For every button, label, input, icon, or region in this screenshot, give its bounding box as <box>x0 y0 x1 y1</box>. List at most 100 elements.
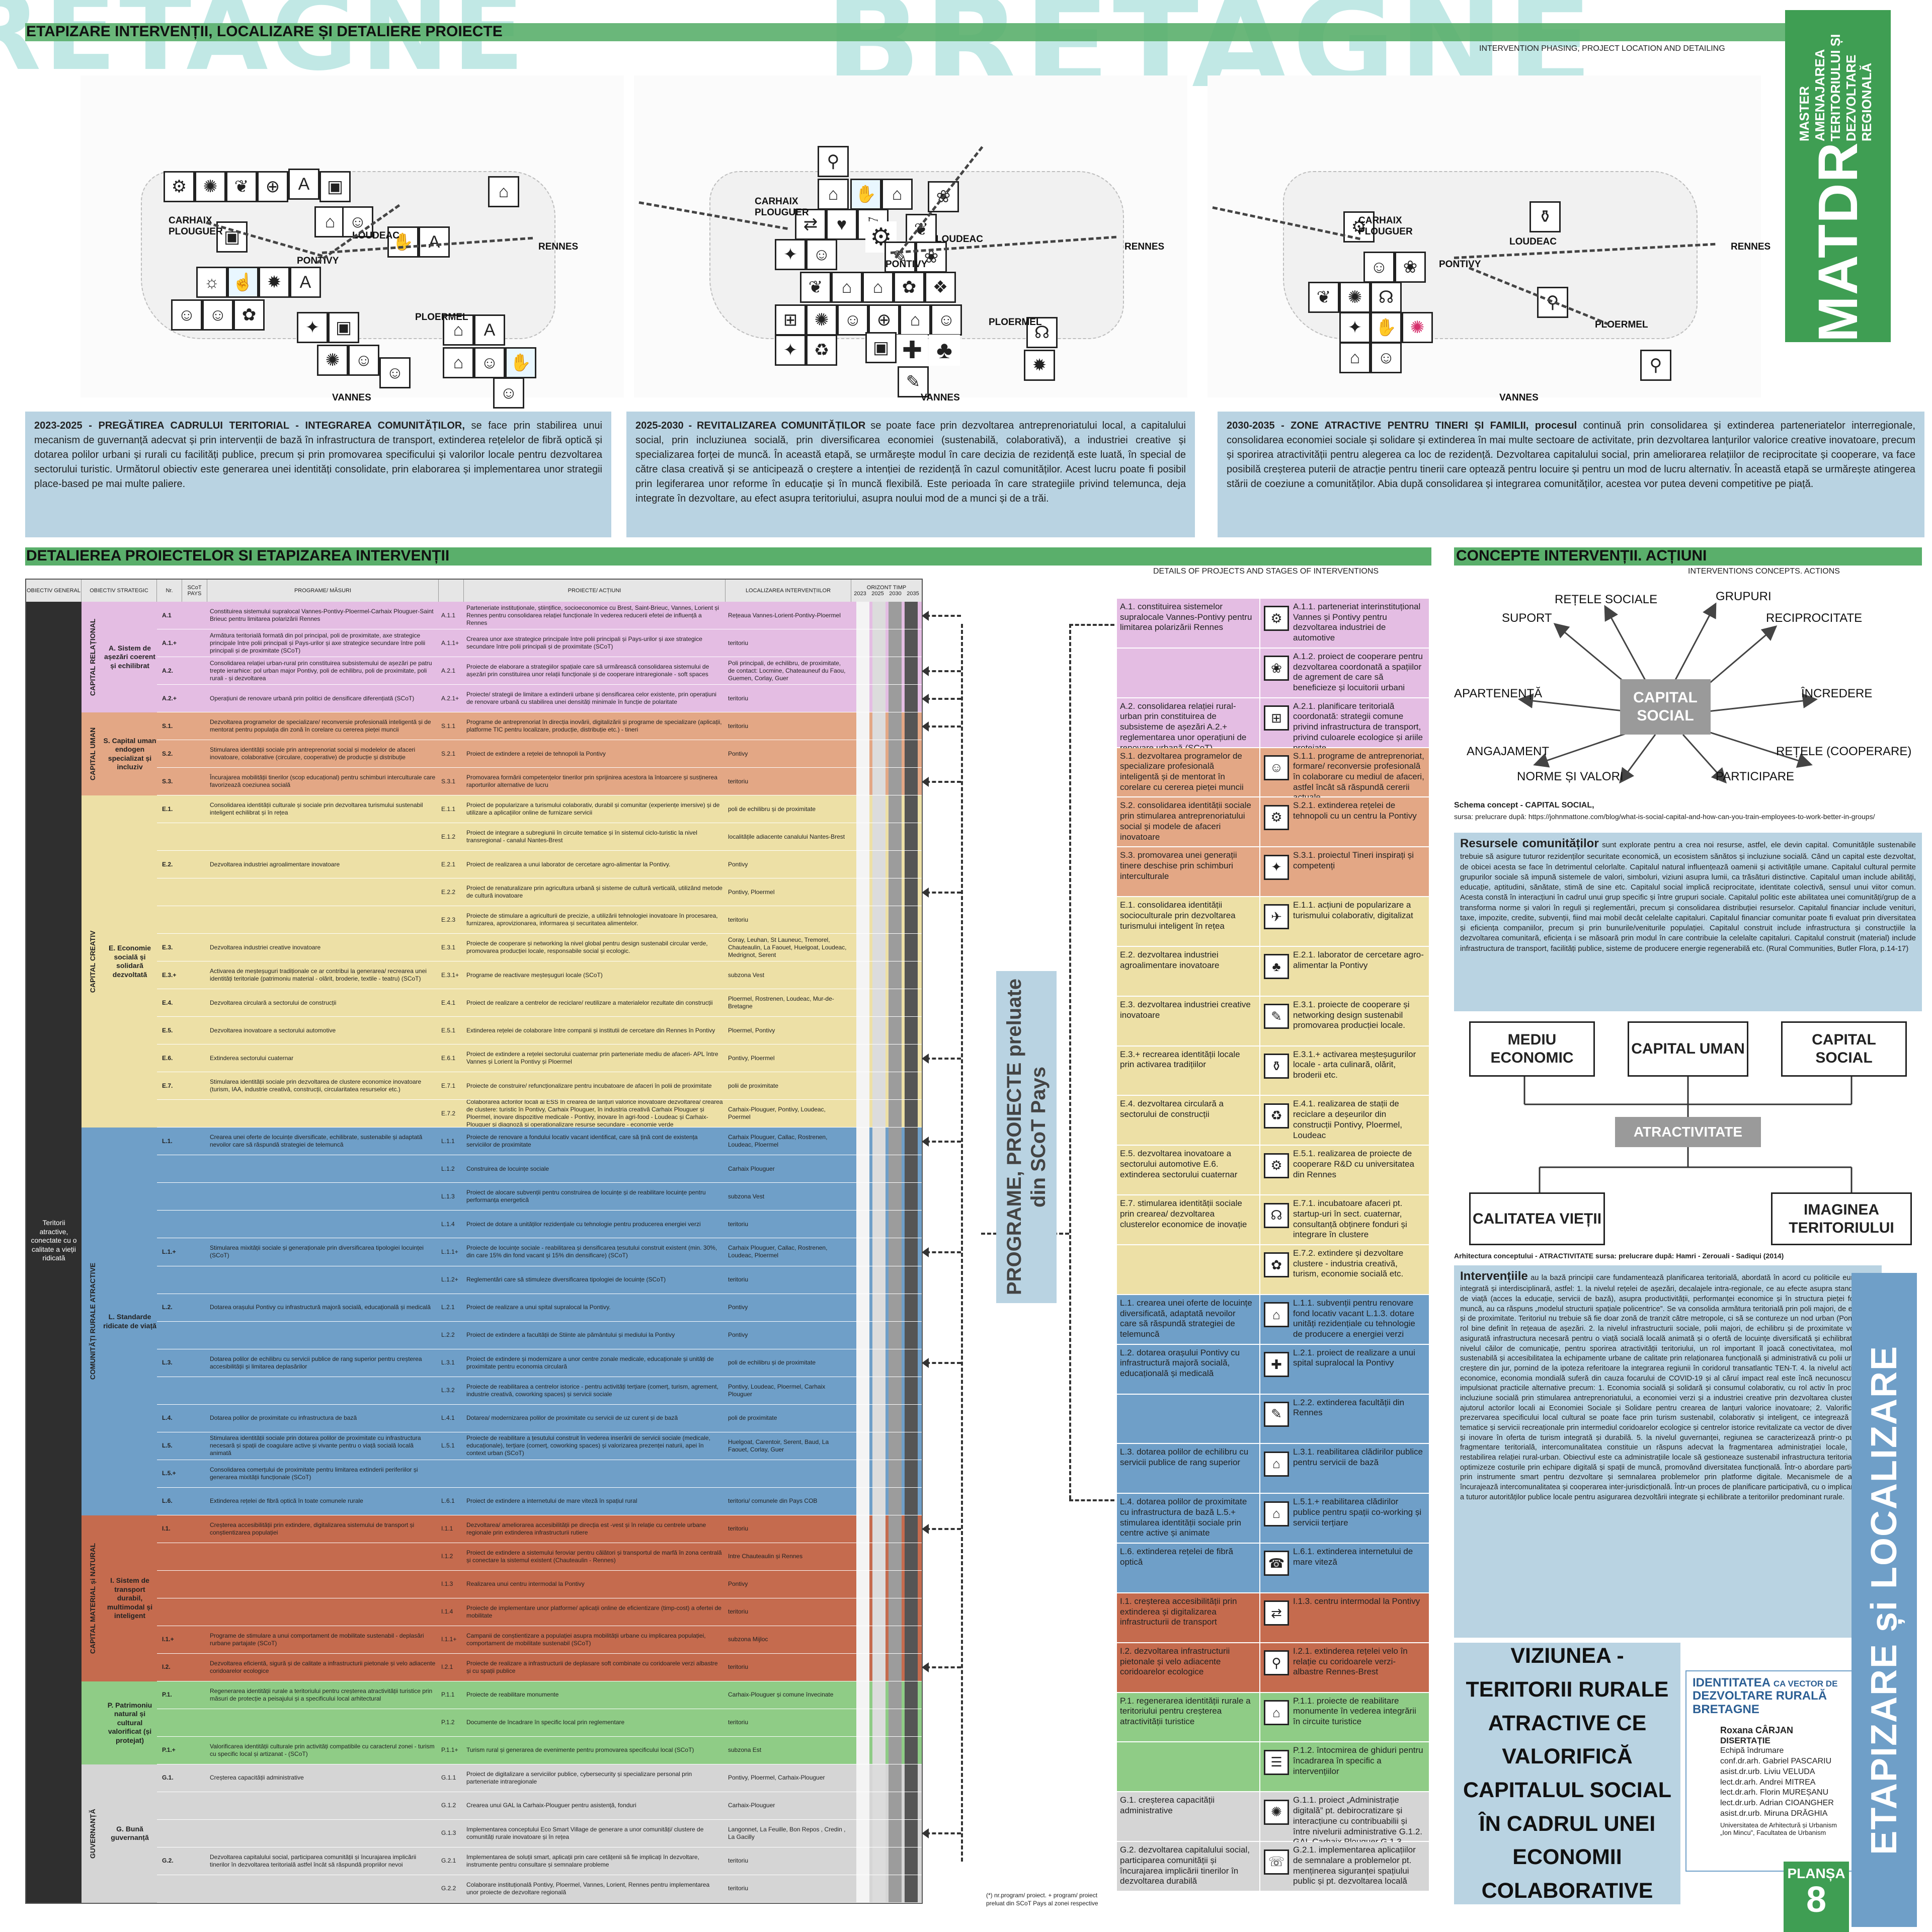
attract-caption: Arhitectura conceptului - ATRACTIVITATE … <box>1454 1252 1784 1260</box>
time-cell <box>889 906 902 934</box>
time-cell <box>872 1155 886 1183</box>
card-icon: ☏ <box>1264 1849 1289 1875</box>
project-card: E.1. consolidarea identității sociocultu… <box>1117 897 1429 947</box>
row-location: Huelgoat, Carentoir, Serent, Baud, La Fa… <box>728 1438 829 1453</box>
map-phase-2: ⚲ ⌂ ✋ ⌂ ❀ ⇄ ♥ ⚐ ⚙ ❦ ✦ ☺ ✎ ❀ ❦ ⌂ ⌂ ✿ ❖ ⊞ … <box>634 75 1187 403</box>
project-card: L.3. dotarea polilor de echilibru cu ser… <box>1117 1444 1429 1494</box>
row-program <box>207 1820 439 1847</box>
card-icon: ⇄ <box>1264 1600 1289 1626</box>
credits-title-a: IDENTITATEA <box>1693 1676 1770 1689</box>
agri-icon: ♣ <box>929 335 960 366</box>
city-rennes: RENNES <box>538 242 579 252</box>
card-left-text: E.7. stimularea identității sociale prin… <box>1120 1198 1247 1229</box>
row-nr: L.2. <box>162 1304 173 1311</box>
project-card: S.1. dezvoltarea programelor de speciali… <box>1117 748 1429 802</box>
row-code: S.1.1 <box>441 722 456 730</box>
row-location: teritoriu <box>728 777 749 785</box>
row-location: teritoriu <box>728 916 749 923</box>
vertical-title: ETAPIZARE și LOCALIZARE <box>1864 1345 1904 1855</box>
people-icon: ☺ <box>837 304 868 336</box>
spoke-label: ANGAJAMENT <box>1467 745 1550 758</box>
card-right-text: S.3.1. proiectul Tineri inspirați și com… <box>1293 850 1414 870</box>
row-project: Crearea unui GAL la Carhaix-Plouguer pen… <box>466 1802 636 1809</box>
box-icon: ▣ <box>319 171 351 202</box>
row-program <box>207 1322 439 1349</box>
arrow-head <box>922 666 929 676</box>
time-cell <box>889 989 902 1017</box>
bracket-dashed <box>961 624 963 1862</box>
card-icon: ⌂ <box>1264 1451 1289 1477</box>
time-cell <box>856 1653 869 1681</box>
row-code: P.1.2 <box>441 1719 455 1726</box>
time-cell <box>872 629 886 657</box>
heart-icon: ♥ <box>826 209 857 240</box>
row-code: A.2.1 <box>441 667 456 674</box>
table-header: OBIECTIV GENERAL OBIECTIV STRATEGIC Nr. … <box>26 580 922 602</box>
col-header <box>439 580 464 602</box>
project-card: S.3. promovarea unei generații tinere de… <box>1117 847 1429 898</box>
time-cell <box>856 1709 869 1736</box>
row-nr <box>159 823 185 850</box>
time-cell <box>889 1349 902 1377</box>
time-cell <box>889 1598 902 1626</box>
gear-icon: ✹ <box>259 267 290 298</box>
time-cell <box>872 1570 886 1598</box>
team-member: lect.dr.arh. Andrei MITREA <box>1720 1778 1816 1787</box>
time-cell <box>905 795 918 823</box>
resources-panel: Resursele comunităților sunt explorate p… <box>1454 833 1922 1011</box>
athlete-icon: ✦ <box>775 239 806 270</box>
row-nr: E.3. <box>162 943 173 951</box>
time-cell <box>872 1432 886 1460</box>
card-right-text: A.2.1. planificare teritorială coordonat… <box>1293 701 1423 753</box>
project-card: P.1. regenerarea identității rurale a te… <box>1117 1693 1429 1743</box>
card-left-text: I.2. dezvoltarea infrastructurii pietona… <box>1120 1646 1230 1677</box>
card-left-text: E.5. dezvoltarea inovatoare a sectorului… <box>1120 1149 1238 1179</box>
card-right-text: E.5.1. realizarea de proiecte de coopera… <box>1293 1149 1414 1179</box>
time-cell <box>905 1432 918 1460</box>
hands-icon: ☼ <box>196 267 227 298</box>
card-icon: ☎ <box>1264 1551 1289 1576</box>
capital-label: COMUNITĂȚI RURALE ATRACTIVE <box>89 1263 97 1380</box>
connect-icon: ⊕ <box>257 171 288 202</box>
attract-diagram: MEDIU ECONOMIC CAPITAL UMAN CAPITAL SOCI… <box>1454 1016 1922 1248</box>
time-cell <box>889 1017 902 1044</box>
time-cell <box>905 1100 918 1128</box>
tree-icon: ❦ <box>226 171 257 202</box>
row-location: subzona Est <box>728 1746 762 1754</box>
row-project: Proiect de realizarea a unui laborator d… <box>466 860 671 868</box>
row-project: Proiect de extindere a rețelei de tehnop… <box>466 750 606 757</box>
row-location: Carhaix-Plouguer <box>728 1802 775 1809</box>
row-location: teritoriu/ comunele din Pays COB <box>728 1497 818 1505</box>
row-project: Proiect de extindere a internetului de m… <box>466 1497 637 1505</box>
spoke-label: SUPORT <box>1502 611 1552 625</box>
row-program <box>207 878 439 906</box>
row-code: A.2.1+ <box>441 694 459 702</box>
strategic-objective: S. Capital uman endogen specializat și i… <box>103 736 156 771</box>
time-cell <box>872 906 886 934</box>
row-nr: E.2. <box>162 860 173 868</box>
time-cell <box>856 989 869 1017</box>
time-cell <box>905 1183 918 1211</box>
row-code: A.1.1 <box>441 611 456 619</box>
table-row: S.2.Stimularea identității sociale prin … <box>26 740 922 768</box>
gear-icon: ⚙ <box>1343 211 1375 243</box>
row-nr: I.2. <box>162 1663 171 1671</box>
plate-box: PLANȘA 8 <box>1784 1862 1849 1932</box>
row-program: Dezvoltarea industriei agroalimentare in… <box>210 860 340 868</box>
connect-icon: ⊕ <box>868 304 900 336</box>
table-row: L.3.Dotarea polilor de echilibru cu serv… <box>26 1349 922 1377</box>
time-cell <box>889 1681 902 1709</box>
time-cell <box>905 1626 918 1653</box>
time-cell <box>872 1515 886 1543</box>
card-right-text: G.2.1. implementarea aplicațiilor de sem… <box>1293 1845 1416 1886</box>
strategic-objective: I. Sistem de transport durabil, multimod… <box>107 1576 153 1620</box>
time-cell <box>905 1349 918 1377</box>
row-project: Extinderea rețelei de colaborare între c… <box>466 1026 715 1034</box>
time-cell <box>872 961 886 989</box>
gear-icon: ⚙ <box>164 171 195 202</box>
matdr-line2: DEZVOLTARE REGIONALĂ <box>1843 54 1874 142</box>
time-cell <box>889 1321 902 1349</box>
spoke-label: ÎNCREDERE <box>1801 687 1873 700</box>
